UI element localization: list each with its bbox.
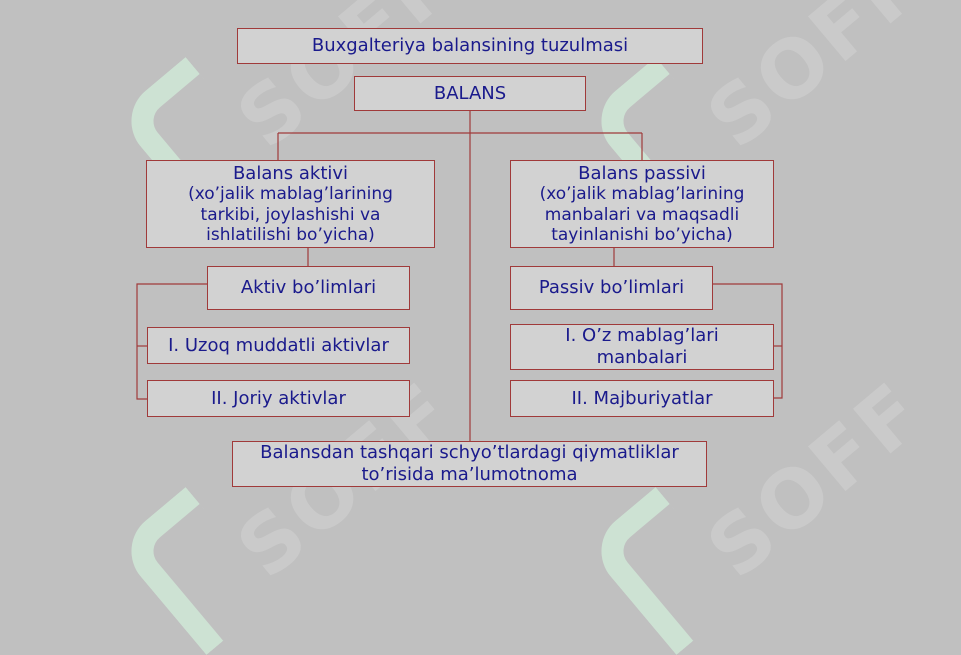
- assets-section-1-node: I. Uzoq muddatli aktivlar: [147, 327, 410, 364]
- assets-section-2-node: II. Joriy aktivlar: [147, 380, 410, 417]
- page-title-text: Buxgalteriya balansining tuzulmasi: [311, 35, 629, 57]
- liabilities-node: Balans passivi (xo’jalik mablag’larining…: [510, 160, 774, 248]
- assets-sections-text: Aktiv bo’limlari: [240, 277, 377, 299]
- assets-desc-line: (xo’jalik mablag’larining: [188, 184, 393, 205]
- page-title: Buxgalteriya balansining tuzulmasi: [237, 28, 703, 64]
- root-node: BALANS: [354, 76, 586, 111]
- liabilities-desc-line: tayinlanishi bo’yicha): [551, 224, 733, 245]
- connector-lines: [136, 110, 783, 441]
- liabilities-section-2-text: II. Majburiyatlar: [571, 387, 713, 409]
- assets-desc-line: ishlatilishi bo’yicha): [206, 224, 375, 245]
- liabilities-section-1-text: manbalari: [596, 347, 688, 368]
- off-balance-text: Balansdan tashqari schyo’tlardagi qiymat…: [260, 442, 679, 464]
- liabilities-heading: Balans passivi: [578, 162, 706, 184]
- connector-liabilities-bracket: [713, 283, 783, 399]
- liabilities-desc-line: (xo’jalik mablag’larining: [539, 184, 745, 205]
- assets-heading: Balans aktivi: [232, 162, 349, 184]
- liabilities-sections-node: Passiv bo’limlari: [510, 266, 713, 310]
- liabilities-section-2-node: II. Majburiyatlar: [510, 380, 774, 417]
- liabilities-section-1-node: I. O’z mablag’lari manbalari: [510, 324, 774, 370]
- off-balance-node: Balansdan tashqari schyo’tlardagi qiymat…: [232, 441, 707, 487]
- root-node-text: BALANS: [433, 82, 507, 104]
- assets-section-1-text: I. Uzoq muddatli aktivlar: [168, 334, 389, 356]
- connector-assets-bracket: [136, 283, 207, 400]
- assets-node: Balans aktivi (xo’jalik mablag’larining …: [146, 160, 435, 248]
- liabilities-sections-text: Passiv bo’limlari: [538, 277, 685, 299]
- assets-desc-line: tarkibi, joylashishi va: [200, 204, 381, 225]
- assets-sections-node: Aktiv bo’limlari: [207, 266, 410, 310]
- liabilities-desc-line: manbalari va maqsadli: [544, 204, 740, 225]
- off-balance-text: to’risida ma’lumotnoma: [361, 464, 578, 485]
- liabilities-section-1-text: I. O’z mablag’lari: [565, 325, 719, 347]
- assets-section-2-text: II. Joriy aktivlar: [211, 387, 346, 409]
